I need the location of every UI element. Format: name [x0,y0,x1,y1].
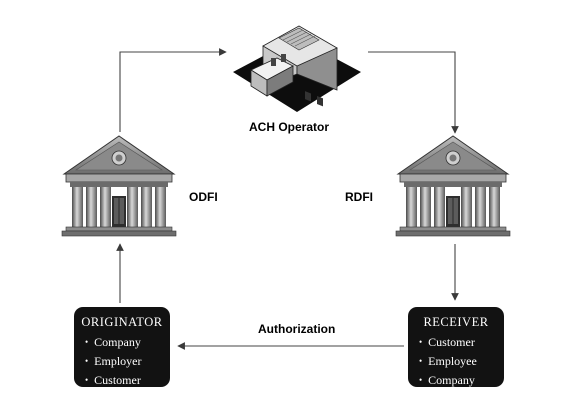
authorization-label: Authorization [258,322,336,336]
operator-label: ACH Operator [249,120,330,134]
office-building-icon [233,25,361,112]
connectors [116,48,459,350]
list-item-label: Customer [94,373,141,387]
bullet-icon: • [419,356,423,366]
odfi-label: ODFI [189,190,218,204]
originator-box: ORIGINATOR • Company • Employer • Customer [74,307,170,387]
list-item: • Customer [85,371,164,390]
arrow-odfi-to-operator [119,48,227,132]
list-item-label: Company [428,373,475,387]
bullet-icon: • [419,337,423,347]
bank-building-icon [395,135,511,237]
originator-list: • Company • Employer • Customer [80,333,164,390]
list-item: • Employer [85,352,164,371]
rdfi-bank [395,135,511,237]
rdfi-label: RDFI [345,190,373,204]
bullet-icon: • [419,375,423,385]
list-item-label: Employer [94,354,142,368]
bank-building-icon [61,135,177,237]
list-item-label: Employee [428,354,477,368]
bullet-icon: • [85,337,89,347]
receiver-box: RECEIVER • Customer • Employee • Company [408,307,504,387]
list-item: • Customer [419,333,498,352]
bullet-icon: • [85,375,89,385]
originator-title: ORIGINATOR [81,315,163,329]
odfi-bank [61,135,177,237]
receiver-title: RECEIVER [423,315,489,329]
bullet-icon: • [85,356,89,366]
list-item: • Employee [419,352,498,371]
list-item: • Company [419,371,498,390]
list-item-label: Customer [428,335,475,349]
list-item: • Company [85,333,164,352]
receiver-list: • Customer • Employee • Company [414,333,498,390]
list-item-label: Company [94,335,141,349]
arrow-operator-to-rdfi [368,51,459,134]
